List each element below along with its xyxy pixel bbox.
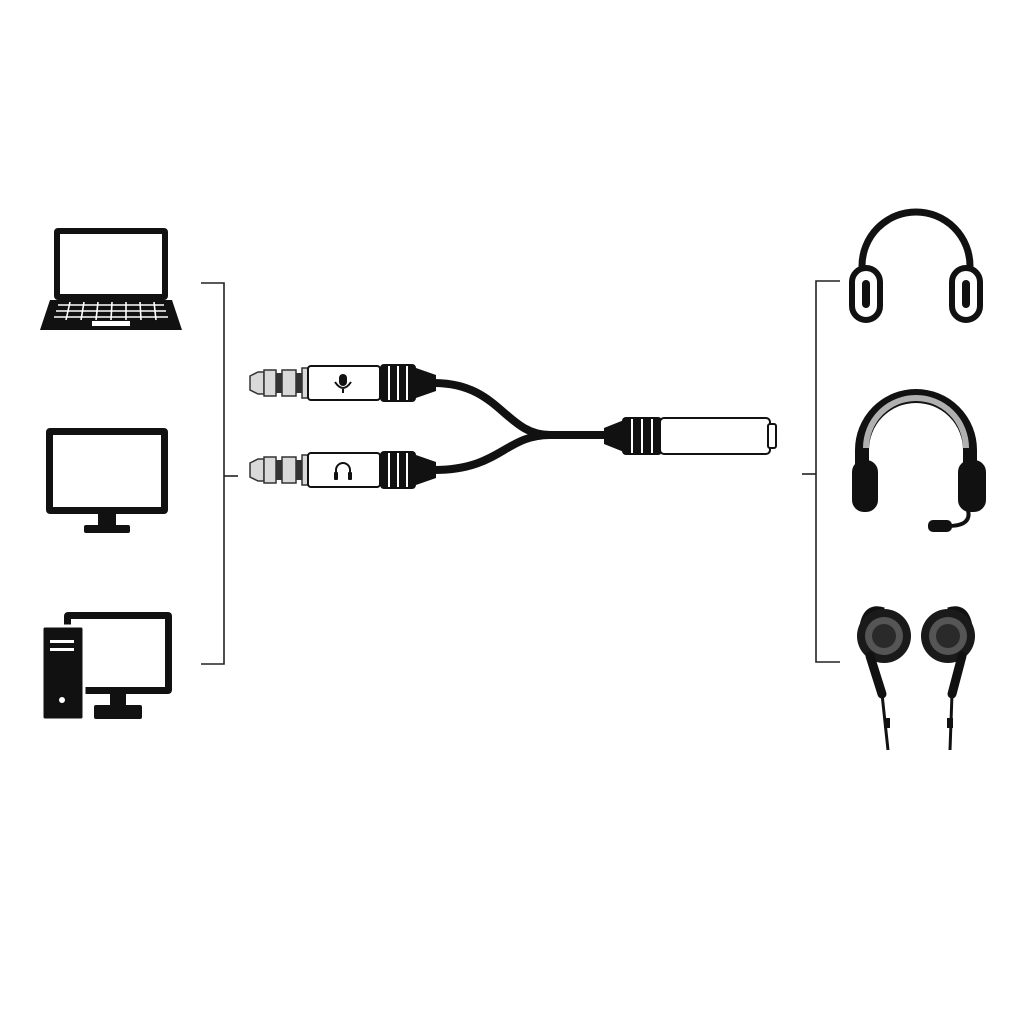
earphones-icon [857, 606, 975, 751]
headphone-icon [334, 462, 352, 480]
laptop-icon [40, 228, 182, 330]
headphone-plug [249, 451, 436, 489]
y-splitter-cable [249, 364, 777, 489]
monitor-icon [46, 428, 168, 533]
headset-with-mic-icon [852, 389, 986, 532]
desktop-pc-icon [40, 612, 172, 722]
left-bracket [201, 282, 238, 665]
headphones-icon [849, 208, 983, 323]
microphone-icon [334, 374, 352, 393]
female-socket [604, 417, 777, 455]
mic-plug [249, 364, 436, 402]
right-bracket [802, 280, 840, 663]
